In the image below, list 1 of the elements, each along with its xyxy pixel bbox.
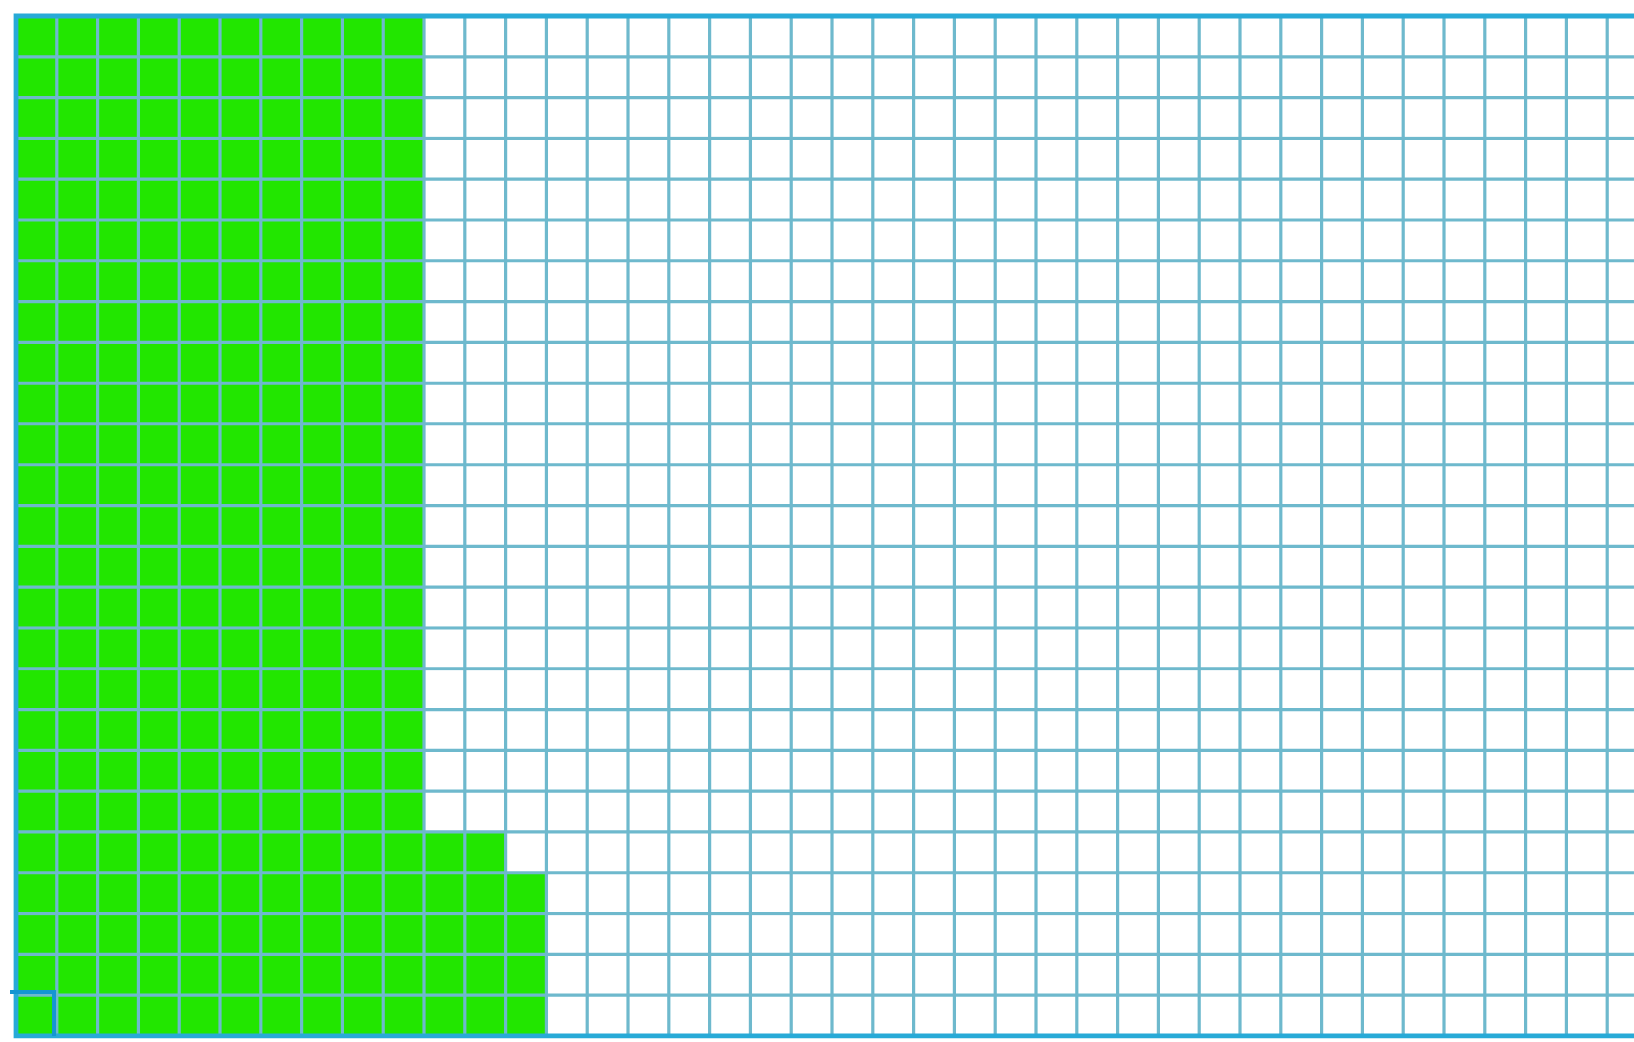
shaded-region <box>16 16 547 1036</box>
